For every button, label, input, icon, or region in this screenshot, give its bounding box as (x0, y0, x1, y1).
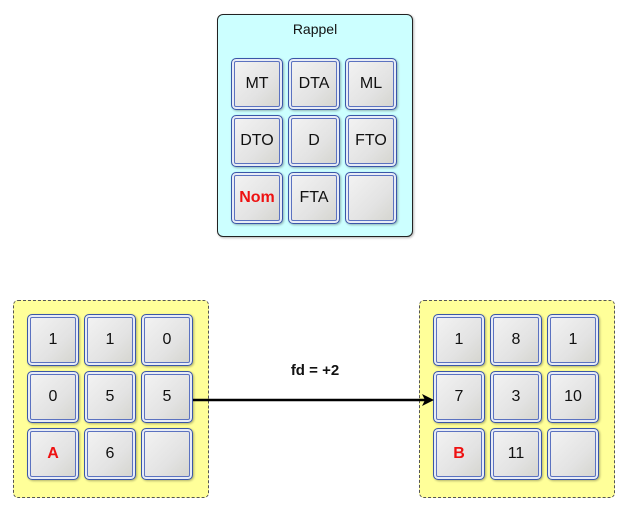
grid-a-tile: A (27, 428, 79, 480)
grid-a-tile: 1 (84, 314, 136, 366)
grid-a-tile: 0 (27, 371, 79, 423)
grid-b-tile: 8 (490, 314, 542, 366)
rappel-tile: MT (231, 58, 283, 110)
grid-a-tile (141, 428, 193, 480)
arrowhead-icon (422, 394, 434, 406)
grid-b-tile: B (433, 428, 485, 480)
grid-a-tile: 0 (141, 314, 193, 366)
rappel-title: Rappel (292, 21, 338, 37)
rappel-tile (345, 172, 397, 224)
rappel-tile: FTO (345, 115, 397, 167)
rappel-tile: D (288, 115, 340, 167)
rappel-tile: DTA (288, 58, 340, 110)
rappel-tile: FTA (288, 172, 340, 224)
rappel-tile: ML (345, 58, 397, 110)
rappel-tile: DTO (231, 115, 283, 167)
grid-b-tile: 3 (490, 371, 542, 423)
grid-b-tile: 10 (547, 371, 599, 423)
rappel-tile: Nom (231, 172, 283, 224)
grid-b-tile: 7 (433, 371, 485, 423)
grid-b-tile (547, 428, 599, 480)
grid-a-tile: 5 (84, 371, 136, 423)
transition-label: fd = +2 (290, 362, 340, 379)
grid-a-tile: 1 (27, 314, 79, 366)
grid-a-tile: 5 (141, 371, 193, 423)
grid-b-tile: 1 (433, 314, 485, 366)
grid-a-tile: 6 (84, 428, 136, 480)
grid-b-tile: 11 (490, 428, 542, 480)
grid-b-tile: 1 (547, 314, 599, 366)
